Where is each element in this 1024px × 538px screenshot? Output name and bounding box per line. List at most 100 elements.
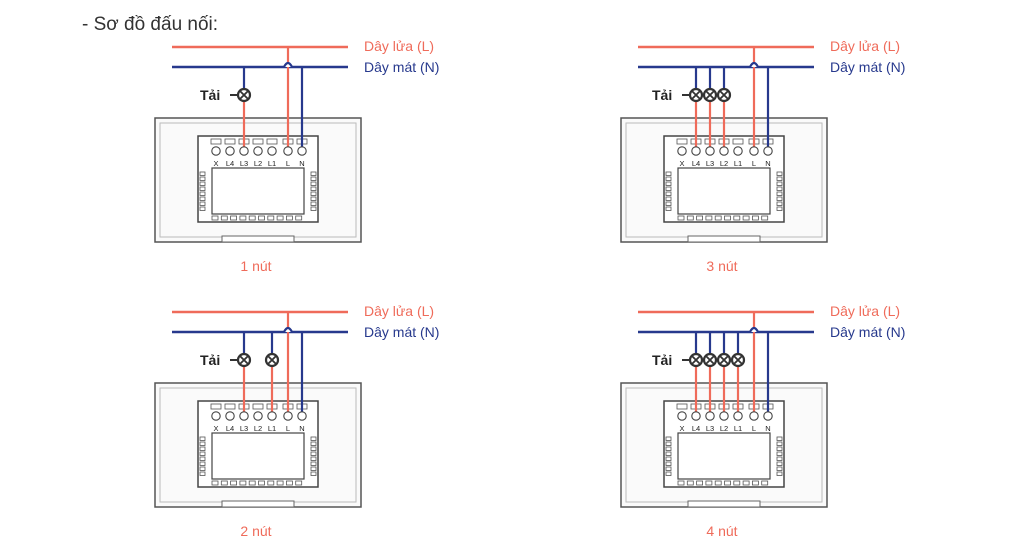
terminal-screw [211,146,221,156]
module-pin [665,176,672,181]
module-pin [310,186,317,191]
module-pin [776,451,783,456]
module-pin [761,480,769,486]
module-pin [199,201,206,206]
terminal-screw [677,146,687,156]
module-pin [686,480,694,486]
plate-bottom-tab [221,500,295,508]
terminal-label: L3 [240,159,248,168]
live-wire-label: Dây lửa (L) [830,303,900,319]
module-pin [696,215,704,221]
module-pin [776,186,783,191]
module-pin [686,215,694,221]
module-pin [776,456,783,461]
module-pin [665,196,672,201]
terminal-screw [763,411,773,421]
module-pin [199,451,206,456]
wire-crossover-hop [283,61,293,68]
module-pin [665,436,672,441]
terminal-label: X [213,424,218,433]
load-lamp-cross [691,90,701,100]
terminal-screw [283,146,293,156]
module-pin [199,471,206,476]
load-lamp-cross [239,90,249,100]
module-pin [220,480,228,486]
module-pin [665,456,672,461]
live-wire-label: Dây lửa (L) [830,38,900,54]
terminal-screw [705,146,715,156]
terminal-screw [763,146,773,156]
neutral-wire-label: Dây mát (N) [364,324,439,340]
module-pin [696,480,704,486]
neutral-wire-label: Dây mát (N) [830,59,905,75]
terminal-screw [283,411,293,421]
module-pin [199,436,206,441]
live-wire-label: Dây lửa (L) [364,303,434,319]
module-pin [267,480,275,486]
module-pin [776,436,783,441]
load-lamp-cross [719,355,729,365]
module-pin [776,206,783,211]
module-pin [248,215,256,221]
module-pin [705,215,713,221]
terminal-label: L4 [226,424,234,433]
wire-crossover-hop [283,326,293,333]
module-pin [310,451,317,456]
module-pin [199,466,206,471]
module-pin [665,201,672,206]
neutral-wire-label: Dây mát (N) [364,59,439,75]
module-pin [199,446,206,451]
terminal-label: L2 [720,424,728,433]
terminal-slot [210,403,222,410]
module-pin [665,441,672,446]
page-heading: - Sơ đồ đấu nối: [82,14,218,35]
live-wire-label: Dây lửa (L) [364,38,434,54]
load-lamp-cross [705,90,715,100]
plate-bottom-tab [687,235,761,243]
load-lamp-cross [719,90,729,100]
module-pin [665,206,672,211]
module-pin [258,215,265,221]
terminal-slot [252,138,264,145]
terminal-screw [297,411,307,421]
load-lamp-cross [239,355,249,365]
load-label: Tải [652,87,672,103]
terminal-screw [253,146,263,156]
module-pin [239,480,247,486]
module-pin [310,171,317,176]
terminal-slot [210,138,222,145]
module-pin [310,441,317,446]
terminal-screw [719,411,729,421]
module-pin [310,471,317,476]
module-pin [199,191,206,196]
terminal-label: N [765,159,770,168]
module-pin [705,480,713,486]
module-pin [285,480,293,486]
module-pin [199,176,206,181]
module-pin [724,480,731,486]
module-pin [285,215,293,221]
neutral-wire-label: Dây mát (N) [830,324,905,340]
terminal-label: L1 [268,159,276,168]
terminal-label: N [299,159,304,168]
terminal-label: L2 [254,424,262,433]
module-pin [665,466,672,471]
terminal-label: L4 [226,159,234,168]
terminal-screw [267,146,277,156]
module-pin [295,215,303,221]
terminal-label: X [213,159,218,168]
module-pin [776,441,783,446]
diagram-caption: 4 nút [706,523,737,538]
load-lamp-cross [267,355,277,365]
terminal-screw [253,411,263,421]
module-pin [776,181,783,186]
terminal-slot [732,138,744,145]
module-window [677,167,771,215]
wire-crossover-hop [749,61,759,68]
module-window [677,432,771,480]
terminal-screw [677,411,687,421]
terminal-label: X [679,424,684,433]
load-label: Tải [200,352,220,368]
terminal-label: N [299,424,304,433]
